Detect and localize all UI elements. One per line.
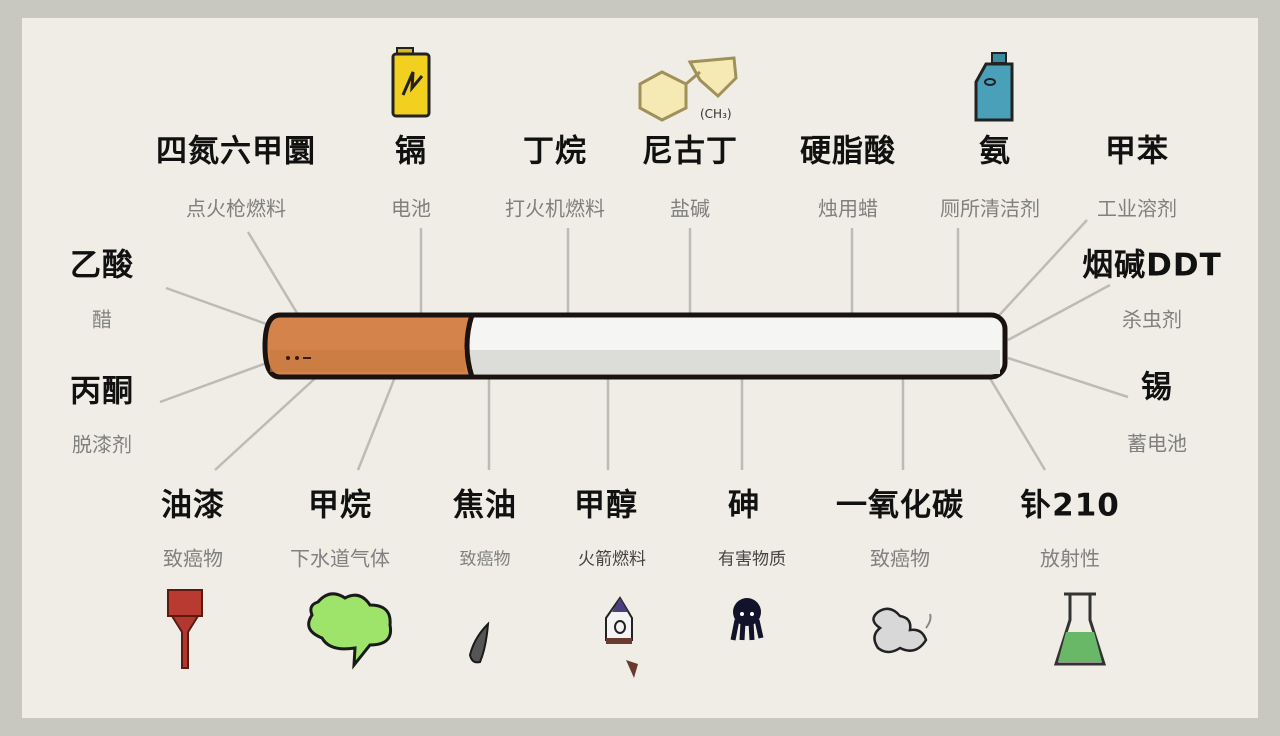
gas-cloud-icon — [307, 592, 393, 670]
skull-blob-icon — [730, 598, 764, 641]
nicotine-molecule-icon: (CH₃) — [638, 56, 738, 122]
chemical-use: 醋 — [92, 307, 112, 332]
chemical-name: 油漆 — [161, 487, 225, 524]
chemical-name: 硬脂酸 — [800, 133, 896, 170]
leader-line — [165, 286, 284, 332]
leader-line — [214, 371, 323, 471]
chemical-use: 有害物质 — [718, 549, 786, 570]
chemical-use: 工业溶剂 — [1097, 196, 1177, 221]
chemical-name: 一氧化碳 — [836, 487, 964, 524]
leader-lines — [159, 219, 1129, 471]
leader-line — [246, 231, 302, 319]
flask-icon — [1053, 592, 1107, 666]
chemical-name: 镉 — [395, 133, 427, 170]
chemical-use: 放射性 — [1040, 546, 1100, 571]
chemical-name: 乙酸 — [70, 247, 134, 284]
leader-line — [159, 355, 284, 404]
chemical-name: 甲醇 — [574, 487, 638, 524]
chemical-use: 致癌物 — [870, 546, 930, 571]
battery-icon — [391, 47, 431, 118]
leader-line — [983, 369, 1047, 471]
svg-text:(CH₃): (CH₃) — [700, 107, 732, 121]
chemical-use: 下水道气体 — [290, 546, 390, 571]
chemical-use: 火箭燃料 — [578, 549, 646, 570]
chemical-name: 丁烷 — [523, 133, 587, 170]
chemical-name: 四氮六甲圜 — [156, 133, 316, 170]
chemical-name: 甲烷 — [308, 487, 372, 524]
chemical-use: 蓄电池 — [1127, 431, 1187, 456]
chemical-use: 电池 — [391, 196, 431, 221]
chemical-name: 氨 — [979, 133, 1011, 170]
leader-line — [992, 219, 1088, 323]
chemical-name: 砷 — [728, 487, 760, 524]
chemical-use: 致癌物 — [459, 549, 511, 570]
chemical-use: 厕所清洁剂 — [940, 196, 1040, 221]
cigarette — [262, 312, 1008, 380]
cleaner-bottle-icon — [974, 52, 1014, 122]
chemical-name: 焦油 — [453, 487, 517, 524]
chemical-use: 杀虫剂 — [1122, 307, 1182, 332]
rocket-icon — [605, 596, 638, 678]
chemical-use: 致癌物 — [163, 546, 223, 571]
chemical-name: 锡 — [1141, 369, 1173, 406]
leader-line — [1007, 356, 1129, 399]
chemical-name: 钋210 — [1020, 487, 1120, 524]
paintbrush-icon — [167, 589, 203, 669]
chemical-use: 脱漆剂 — [72, 432, 132, 457]
leader-line — [1007, 283, 1111, 342]
tar-drop-icon — [468, 621, 490, 664]
chemical-name: 丙酮 — [70, 373, 134, 410]
chemical-name: 甲苯 — [1105, 133, 1169, 170]
smoke-cloud-icon — [872, 607, 932, 654]
leader-line — [356, 371, 399, 471]
chemical-use: 点火枪燃料 — [186, 196, 286, 221]
chemical-use: 打火机燃料 — [505, 196, 605, 221]
chemical-use: 盐碱 — [670, 196, 710, 221]
chemical-name: 烟碱DDT — [1082, 247, 1222, 284]
chemical-name: 尼古丁 — [642, 133, 738, 170]
chemical-use: 烛用蜡 — [818, 196, 878, 221]
